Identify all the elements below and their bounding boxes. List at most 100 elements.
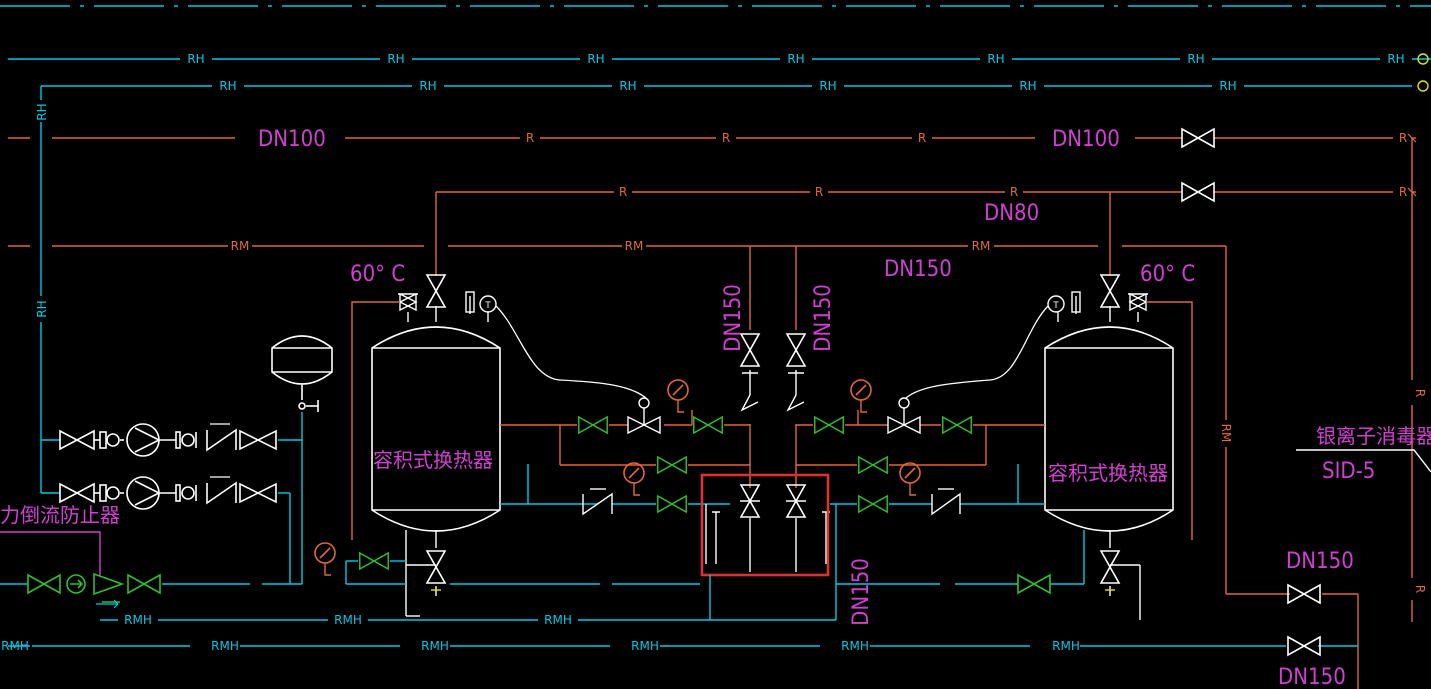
gate-valve-icon[interactable] xyxy=(786,333,806,367)
heat-exchanger-left[interactable] xyxy=(371,326,501,532)
rm-label: RM xyxy=(972,239,991,253)
thermostatic-valve-icon[interactable] xyxy=(1128,292,1148,312)
expansion-tank-icon[interactable] xyxy=(271,335,333,412)
check-valve-icon[interactable] xyxy=(582,488,613,516)
pressure-gauge-icon[interactable] xyxy=(850,379,872,413)
gate-valve-icon[interactable] xyxy=(577,416,609,434)
rmh-label: RMH xyxy=(1052,639,1080,653)
heat-exchanger-right[interactable] xyxy=(1044,326,1174,532)
dn150-bottom-vertical-label: DN150 xyxy=(849,558,874,626)
rmh-label: RMH xyxy=(544,613,572,627)
pressure-gauge-icon[interactable] xyxy=(623,462,645,496)
rh-label: RH xyxy=(387,52,404,66)
gate-valve-icon[interactable] xyxy=(426,550,446,584)
center-risers-white xyxy=(740,370,805,412)
silver-ion-disinfector-label: 银离子消毒器 xyxy=(1316,424,1431,448)
rh-line-2-end-circle xyxy=(1417,53,1429,92)
gate-valve-icon[interactable] xyxy=(656,456,688,474)
capillary-line-left xyxy=(495,305,647,399)
rm-vertical-label: RM xyxy=(1219,424,1233,443)
rh-label: RH xyxy=(1019,79,1036,93)
pressure-gauge-icon[interactable] xyxy=(667,379,689,413)
pump-row-2[interactable] xyxy=(59,476,277,510)
dn80-label: DN80 xyxy=(984,201,1039,226)
r-label: R xyxy=(1010,185,1018,199)
rmh-label: RMH xyxy=(631,639,659,653)
dn150-vertical-label-right: DN150 xyxy=(811,284,836,352)
rmh-label: RMH xyxy=(334,613,362,627)
rmh-label: RMH xyxy=(841,639,869,653)
rmh-label: RMH xyxy=(211,639,239,653)
selection-highlight-box[interactable] xyxy=(700,473,830,577)
thermostatic-valve-icon[interactable] xyxy=(627,397,661,435)
right-vertical-tick-marks xyxy=(1407,133,1417,197)
rh-label: RH xyxy=(1187,52,1204,66)
gate-valve-icon[interactable] xyxy=(27,574,61,594)
dn100-label-left: DN100 xyxy=(258,127,326,152)
dn100-label-right: DN100 xyxy=(1052,127,1120,152)
rm-line[interactable] xyxy=(8,245,1359,689)
r-label: R xyxy=(619,185,627,199)
heat-exchanger-right-label: 容积式换热器 xyxy=(1048,461,1168,485)
gate-valve-icon[interactable] xyxy=(941,416,973,434)
rh-label: RH xyxy=(187,52,204,66)
gate-valve-icon[interactable] xyxy=(1181,128,1215,148)
r-line-dn80[interactable] xyxy=(435,138,1416,622)
rh-vertical-label: RH xyxy=(35,300,49,317)
rmh-label: RMH xyxy=(421,639,449,653)
rh-label: RH xyxy=(587,52,604,66)
dn150-right-label-b: DN150 xyxy=(1278,665,1346,689)
svg-text:T: T xyxy=(1052,301,1059,311)
thermometer-icon[interactable]: T xyxy=(479,295,497,313)
gate-valve-icon[interactable] xyxy=(1287,636,1321,656)
gate-valve-icon[interactable] xyxy=(1287,584,1321,604)
gate-valve-icon[interactable] xyxy=(358,552,390,570)
r-label: R xyxy=(722,131,730,145)
gate-valve-icon[interactable] xyxy=(813,416,845,434)
gate-valve-icon[interactable] xyxy=(426,274,446,308)
gate-valve-icon[interactable] xyxy=(857,456,889,474)
temperature-label-left: 60° C xyxy=(350,262,405,287)
pressure-gauge-icon[interactable] xyxy=(314,542,336,576)
thermometer-icon[interactable]: T xyxy=(1047,295,1065,313)
r-label: R xyxy=(1399,131,1407,145)
left-exchanger-outlets[interactable] xyxy=(500,410,750,466)
rh-line-1-labels: RH RH RH RH RH RH RH xyxy=(187,52,1404,66)
svg-text:T: T xyxy=(484,301,491,311)
r-vertical-label: R xyxy=(1413,585,1427,593)
pressure-gauge-icon[interactable] xyxy=(899,462,921,496)
gate-valve-icon[interactable] xyxy=(656,495,688,513)
dn150-top-label: DN150 xyxy=(884,257,952,282)
gate-valve-icon[interactable] xyxy=(1181,182,1215,202)
rh-label: RH xyxy=(987,52,1004,66)
rh-vertical-riser[interactable] xyxy=(40,86,60,494)
rh-label: RH xyxy=(1387,52,1404,66)
backflow-preventer-label: 力倒流防止器 xyxy=(0,503,120,527)
pump-row-1[interactable] xyxy=(59,423,277,457)
gate-valve-icon[interactable] xyxy=(127,574,161,594)
gate-valve-icon[interactable] xyxy=(857,495,889,513)
rh-label: RH xyxy=(1219,79,1236,93)
rh-vertical-label: RH xyxy=(35,103,49,120)
r-label: R xyxy=(918,131,926,145)
thermostatic-valve-icon[interactable] xyxy=(887,397,921,435)
rmh-label: RMH xyxy=(124,613,152,627)
gate-valve-icon[interactable] xyxy=(1017,574,1051,594)
gate-valve-icon[interactable] xyxy=(692,416,724,434)
capillary-line-right xyxy=(905,305,1049,399)
dn150-vertical-label-left: DN150 xyxy=(721,284,746,352)
rm-label: RM xyxy=(625,239,644,253)
gate-valve-icon[interactable] xyxy=(1100,550,1120,584)
center-risers[interactable] xyxy=(749,246,797,488)
rh-label: RH xyxy=(419,79,436,93)
rh-label: RH xyxy=(619,79,636,93)
check-valve-icon[interactable] xyxy=(931,488,961,516)
r-vertical-label: R xyxy=(1413,389,1427,397)
backflow-preventer-icon[interactable] xyxy=(66,572,125,603)
heat-exchanger-left-label: 容积式换热器 xyxy=(373,448,493,472)
gate-valve-icon[interactable] xyxy=(1100,274,1120,308)
thermostatic-valve-icon[interactable] xyxy=(398,292,418,312)
rmh-label: RMH xyxy=(1,639,29,653)
r-label: R xyxy=(1399,185,1407,199)
